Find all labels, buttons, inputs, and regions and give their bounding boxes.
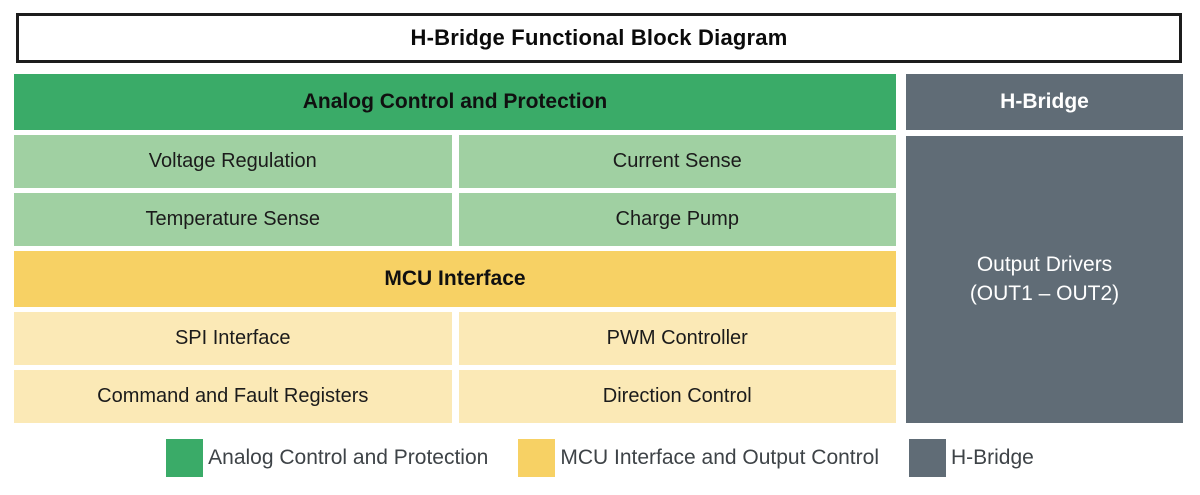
cell-voltage-regulation: Voltage Regulation: [14, 135, 452, 188]
cell-spi-interface: SPI Interface: [14, 312, 452, 365]
mcu-section-header: MCU Interface: [14, 251, 896, 307]
hbridge-section-header: H-Bridge: [906, 74, 1183, 130]
cell-current-sense: Current Sense: [458, 135, 896, 188]
legend-label-hbridge: H-Bridge: [950, 446, 1034, 469]
diagram-title-bar: H-Bridge Functional Block Diagram: [16, 13, 1182, 63]
legend-swatch-hbridge: [908, 439, 946, 477]
diagram-title: H-Bridge Functional Block Diagram: [410, 25, 788, 50]
cell-direction-control: Direction Control: [458, 370, 896, 423]
control-column: Analog Control and Protection Voltage Re…: [14, 74, 896, 423]
mcu-row-1: SPI Interface PWM Controller: [14, 312, 896, 365]
legend-item-analog: Analog Control and Protection: [166, 439, 488, 477]
legend-item-mcu: MCU Interface and Output Control: [518, 439, 879, 477]
cell-pwm-controller: PWM Controller: [458, 312, 896, 365]
legend-swatch-analog: [166, 439, 204, 477]
diagram-body: Analog Control and Protection Voltage Re…: [14, 74, 1183, 423]
analog-row-2: Temperature Sense Charge Pump: [14, 193, 896, 246]
analog-row-1: Voltage Regulation Current Sense: [14, 135, 896, 188]
legend-label-mcu: MCU Interface and Output Control: [560, 446, 879, 469]
cell-temperature-sense: Temperature Sense: [14, 193, 452, 246]
cell-charge-pump: Charge Pump: [458, 193, 896, 246]
output-drivers-line2: (OUT1 – OUT2): [969, 281, 1120, 305]
hbridge-column: H-Bridge Output Drivers (OUT1 – OUT2): [906, 74, 1183, 423]
output-drivers-block: Output Drivers (OUT1 – OUT2): [906, 136, 1183, 423]
legend-item-hbridge: H-Bridge: [908, 439, 1034, 477]
mcu-row-2: Command and Fault Registers Direction Co…: [14, 370, 896, 423]
analog-section-header: Analog Control and Protection: [14, 74, 896, 130]
legend: Analog Control and Protection MCU Interf…: [0, 436, 1200, 480]
legend-label-analog: Analog Control and Protection: [208, 446, 489, 469]
cell-command-fault-registers: Command and Fault Registers: [14, 370, 452, 423]
legend-swatch-mcu: [518, 439, 556, 477]
output-drivers-line1: Output Drivers: [976, 253, 1113, 277]
